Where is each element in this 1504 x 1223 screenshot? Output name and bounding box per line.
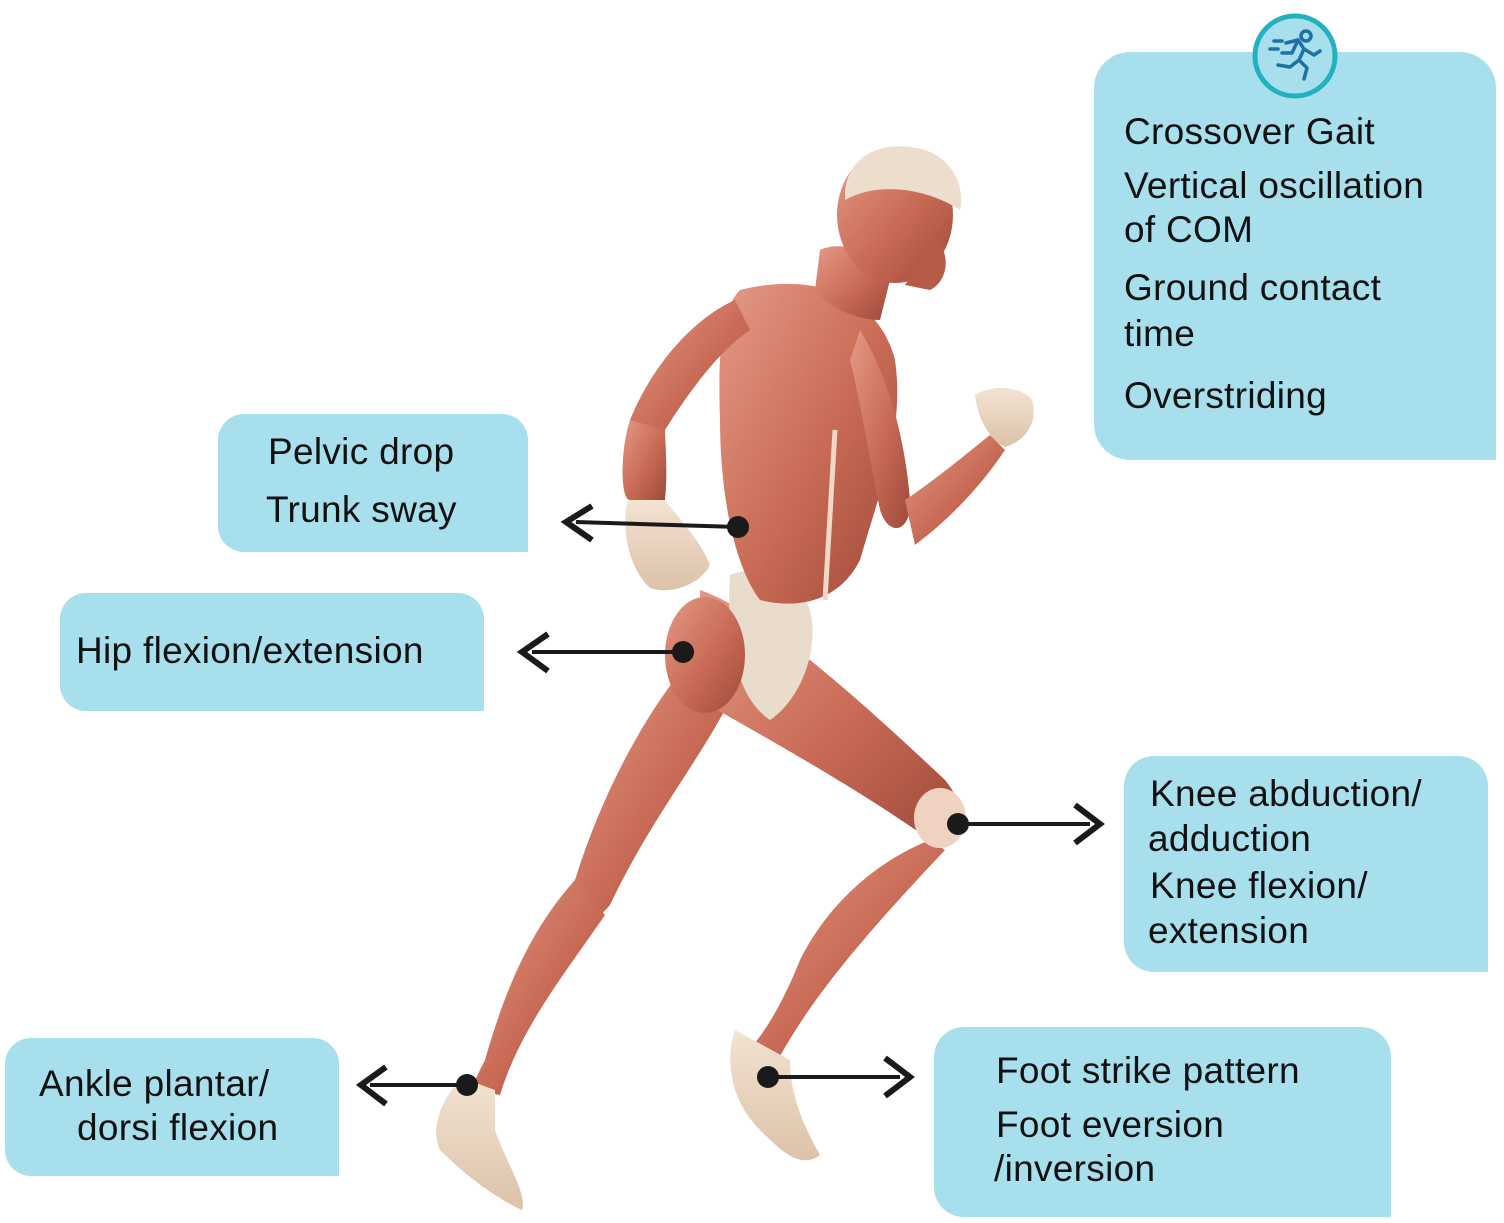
- foot-pointer-dot: [757, 1066, 779, 1088]
- ankle-pointer-dot: [456, 1074, 478, 1096]
- pelvic-pointer-line: [576, 522, 738, 527]
- hip-pointer-dot: [672, 641, 694, 663]
- knee-pointer-dot: [947, 813, 969, 835]
- pelvic-pointer-dot: [727, 516, 749, 538]
